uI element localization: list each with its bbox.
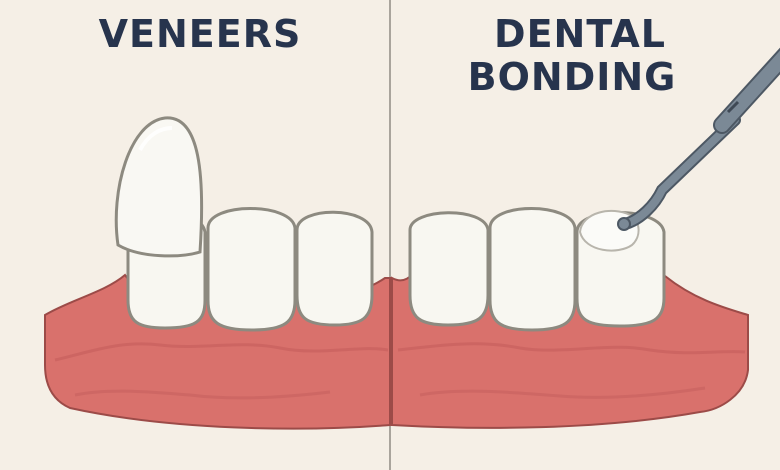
tooth <box>488 207 577 332</box>
tooth <box>295 210 374 327</box>
dental-bonding-panel: DENTAL BONDING <box>391 12 780 429</box>
bonding-title-line1: DENTAL <box>494 12 666 56</box>
tooth <box>206 207 297 332</box>
veneers-title: VENEERS <box>99 12 302 56</box>
right-teeth <box>408 207 666 332</box>
veneers-panel: VENEERS <box>44 12 391 430</box>
tooth <box>408 211 490 327</box>
veneer-shell-icon <box>114 116 204 258</box>
bonding-title-line2: BONDING <box>468 55 677 99</box>
dental-bonding-tool-icon <box>617 47 780 231</box>
